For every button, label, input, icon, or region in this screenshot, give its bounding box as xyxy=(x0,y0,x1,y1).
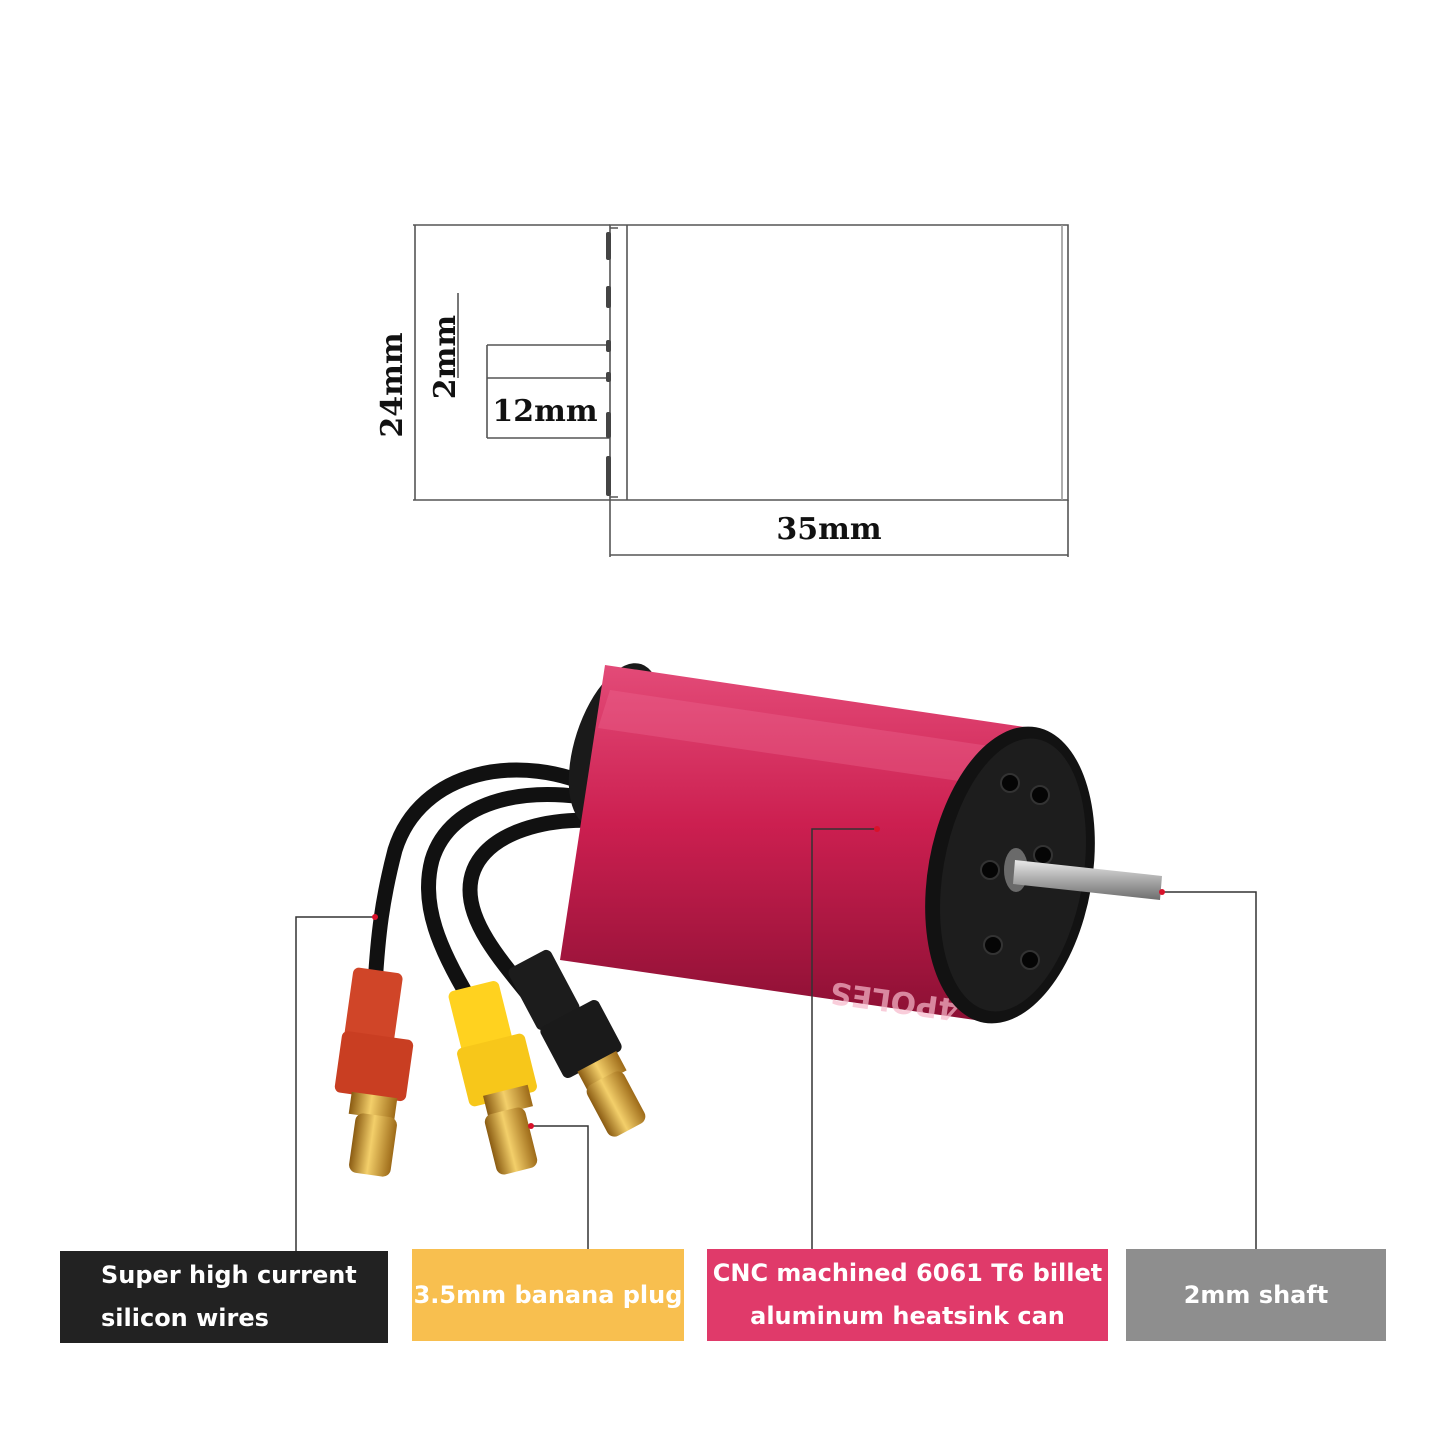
leader-shaft xyxy=(1162,891,1257,1249)
motor-shaft xyxy=(1013,860,1162,900)
motor-can xyxy=(560,665,1045,1020)
dim-shaft-length-label: 12mm xyxy=(492,394,597,429)
label-silicon-wires-line2: silicon wires xyxy=(101,1304,269,1332)
label-heatsink-can-line1: CNC machined 6061 T6 billet xyxy=(712,1259,1103,1287)
dim-diameter-label: 24mm xyxy=(375,332,410,437)
label-silicon-wires-line1: Super high current xyxy=(101,1261,357,1289)
leader-lines xyxy=(295,828,1257,1251)
dim-shaft-diameter-label: 2mm xyxy=(428,315,463,400)
label-heatsink-can-line2: aluminum heatsink can xyxy=(750,1302,1065,1330)
label-heatsink-can: CNC machined 6061 T6 billet aluminum hea… xyxy=(707,1249,1108,1341)
leader-can xyxy=(811,828,877,1249)
shaft-outline xyxy=(487,344,610,439)
label-silicon-wires: Super high current silicon wires xyxy=(60,1251,388,1343)
label-banana-plug: 3.5mm banana plug xyxy=(412,1249,684,1341)
face-plate-outline xyxy=(610,227,618,498)
leader-wires xyxy=(295,916,375,1251)
dimension-drawing xyxy=(413,224,1069,557)
yellow-connector xyxy=(448,981,538,1175)
label-shaft-line1: 2mm shaft xyxy=(1183,1280,1329,1309)
black-connector xyxy=(508,949,646,1137)
mounting-holes xyxy=(980,773,1053,970)
leader-dots xyxy=(372,826,1165,1129)
leader-plug xyxy=(531,1125,589,1249)
can-highlight xyxy=(598,690,1030,790)
red-connector xyxy=(334,967,414,1177)
motor-body-outline xyxy=(609,224,1069,501)
dim-length-label: 35mm xyxy=(776,512,881,547)
label-shaft: 2mm shaft xyxy=(1126,1249,1386,1341)
label-banana-plug-line1: 3.5mm banana plug xyxy=(413,1280,683,1309)
motor-illustration: 4POLES xyxy=(334,663,1162,1177)
face-plate-bumps xyxy=(606,232,611,496)
